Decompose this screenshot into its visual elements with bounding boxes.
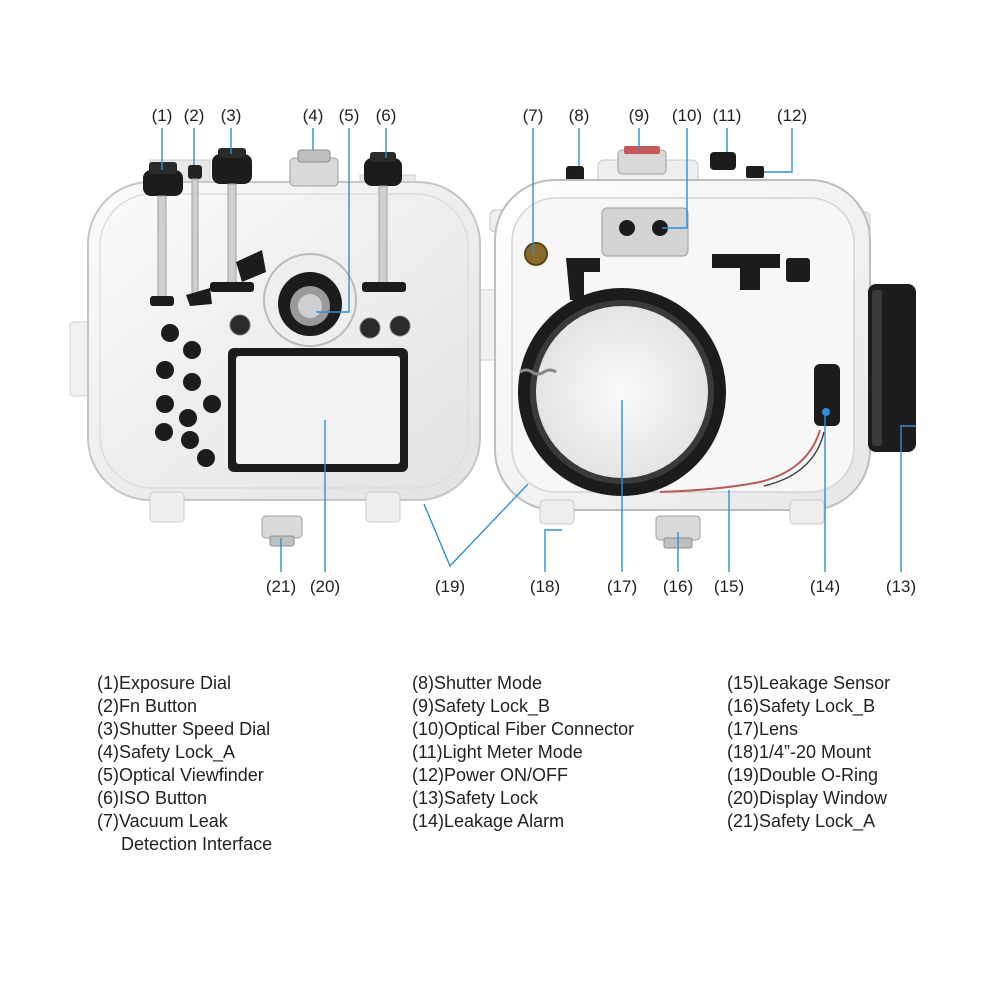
legend-item: (15)Leakage Sensor	[727, 673, 891, 693]
leader-line	[764, 128, 793, 173]
legend-column-1: (1)Exposure Dial (2)Fn Button (3)Shutter…	[97, 672, 272, 856]
legend-item: (13)Safety Lock	[412, 788, 539, 808]
housing-diagram: (1) (2) (3) (4) (5) (6) (7) (8) (9) (10)…	[69, 106, 917, 596]
callout-label: (5)	[339, 106, 360, 125]
front-housing	[489, 146, 916, 549]
legend-item: (12)Power ON/OFF	[412, 765, 569, 785]
callout-label: (8)	[569, 106, 590, 125]
callout-label: (1)	[152, 106, 173, 125]
optical-fiber-connector	[601, 207, 689, 257]
control-knob-icon	[229, 314, 251, 336]
callout-label: (10)	[672, 106, 702, 125]
control-knob-icon	[389, 315, 411, 337]
legend-item: (9)Safety Lock_B	[412, 696, 551, 716]
legend-column-2: (8)Shutter Mode (9)Safety Lock_B (10)Opt…	[412, 672, 634, 833]
legend-item: (11)Light Meter Mode	[412, 742, 583, 762]
callout-label: (20)	[310, 577, 340, 596]
vacuum-leak-interface-icon	[524, 242, 548, 266]
leader-line	[900, 425, 916, 572]
legend-item: (14)Leakage Alarm	[412, 811, 565, 831]
tripod-mount	[539, 499, 575, 525]
optical-viewfinder-icon	[263, 253, 357, 347]
legend-item: (6)ISO Button	[97, 788, 208, 808]
legend-item: (5)Optical Viewfinder	[97, 765, 264, 785]
exposure-dial-icon	[143, 162, 183, 306]
callout-label: (6)	[376, 106, 397, 125]
leader-lines	[161, 128, 916, 572]
safety-lock-latch	[868, 284, 916, 452]
iso-button-icon	[362, 152, 406, 292]
legend-item: (3)Shutter Speed Dial	[97, 719, 271, 739]
legend-item: (7)Vacuum Leak	[97, 811, 228, 831]
callout-label: (15)	[714, 577, 744, 596]
legend-item: (16)Safety Lock_B	[727, 696, 876, 716]
callout-label: (9)	[629, 106, 650, 125]
legend-item: (2)Fn Button	[97, 696, 198, 716]
legend-item: (19)Double O-Ring	[727, 765, 879, 785]
legend-item: (8)Shutter Mode	[412, 673, 543, 693]
lens-port	[518, 288, 726, 496]
legend-item: (20)Display Window	[727, 788, 888, 808]
callout-label: (18)	[530, 577, 560, 596]
leader-line	[316, 128, 350, 313]
callout-label: (11)	[713, 106, 742, 125]
legend-item: (18)1/4”-20 Mount	[727, 742, 872, 762]
callout-label: (16)	[663, 577, 693, 596]
callout-label: (14)	[810, 577, 840, 596]
display-window	[228, 348, 408, 472]
leader-line	[662, 128, 688, 229]
safety-lock-b-bottom	[655, 515, 701, 549]
callout-label: (21)	[266, 577, 296, 596]
shutter-mode-icon	[566, 166, 584, 182]
callout-labels: (1) (2) (3) (4) (5) (6) (7) (8) (9) (10)…	[152, 106, 917, 596]
leakage-alarm-icon	[814, 364, 840, 426]
legend-item: (1)Exposure Dial	[97, 673, 232, 693]
fn-button-icon	[186, 165, 212, 306]
safety-lock-a-top	[289, 149, 339, 187]
legend-item: (17)Lens	[727, 719, 799, 739]
button-cluster	[155, 324, 221, 467]
callout-label: (4)	[303, 106, 324, 125]
callout-label: (13)	[886, 577, 916, 596]
callout-label: (3)	[221, 106, 242, 125]
leader-line	[544, 529, 562, 572]
safety-lock-a-bottom	[261, 515, 303, 547]
control-knob-icon	[359, 317, 381, 339]
legend-item: (21)Safety Lock_A	[727, 811, 876, 831]
power-switch-icon	[746, 166, 764, 178]
legend-item: (4)Safety Lock_A	[97, 742, 236, 762]
legend-item: (10)Optical Fiber Connector	[412, 719, 635, 739]
back-housing	[69, 148, 499, 547]
callout-label: (2)	[184, 106, 205, 125]
callout-label: (7)	[523, 106, 544, 125]
callout-label: (12)	[777, 106, 807, 125]
legend-column-3: (15)Leakage Sensor (16)Safety Lock_B (17…	[727, 672, 890, 833]
shutter-speed-dial-icon	[210, 148, 266, 292]
legend-item-continuation: Detection Interface	[121, 834, 273, 854]
light-meter-mode-icon	[710, 152, 736, 170]
callout-label: (17)	[607, 577, 637, 596]
leader-line	[423, 483, 529, 568]
callout-label: (19)	[435, 577, 465, 596]
